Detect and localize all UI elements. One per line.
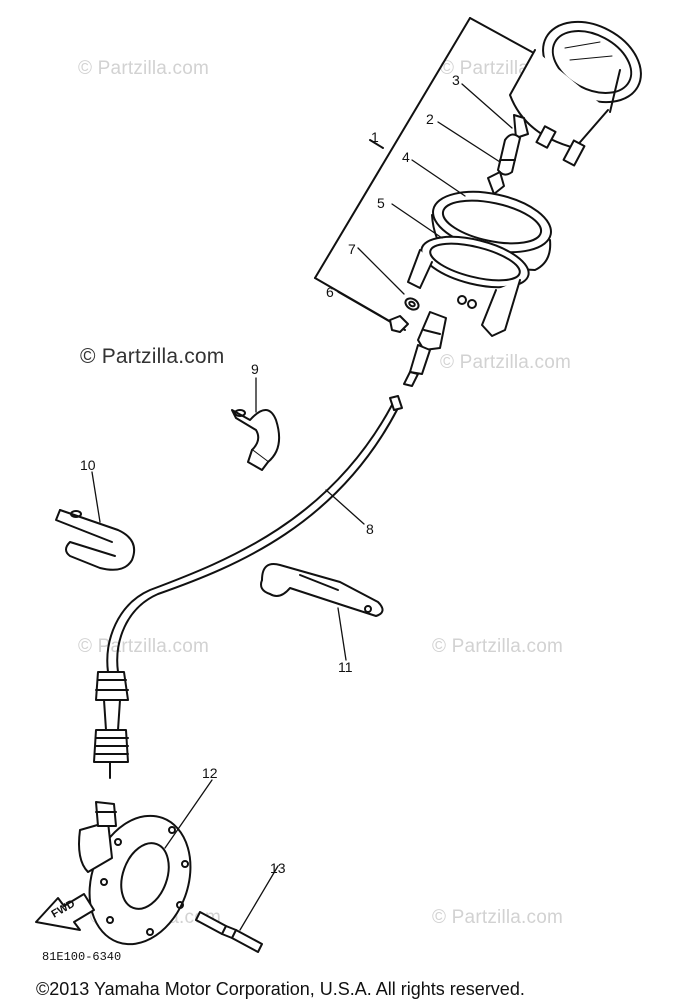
diagram-code: 81E100-6340 [42, 950, 122, 964]
cable-guide-11 [260, 563, 384, 617]
watermark: © Partzilla.com [432, 907, 564, 928]
callout-3: 3 [452, 72, 460, 88]
speedometer-cable [106, 395, 403, 673]
callout-7: 7 [348, 241, 356, 257]
washer-7 [404, 297, 420, 311]
callout-4: 4 [402, 149, 410, 165]
watermark: © Partzilla.com [80, 345, 225, 368]
callout-5: 5 [377, 195, 385, 211]
callout-2: 2 [426, 111, 434, 127]
watermark: © Partzilla.com [78, 58, 210, 79]
clamp-10 [55, 509, 136, 571]
callout-8: 8 [366, 521, 374, 537]
nut-6 [389, 315, 409, 333]
callout-1: 1 [371, 129, 379, 145]
meter-bracket [407, 235, 530, 337]
callout-12: 12 [202, 765, 218, 781]
callout-9: 9 [251, 361, 259, 377]
watermark: © Partzilla.com [78, 636, 210, 657]
leader-lines [91, 83, 513, 931]
cable-lower-fitting [93, 671, 129, 779]
copyright-notice: ©2013 Yamaha Motor Corporation, U.S.A. A… [36, 979, 525, 999]
watermark: © Partzilla.com [440, 352, 572, 373]
speedometer-meter [509, 20, 642, 167]
watermark: © Partzilla.com [432, 636, 564, 657]
speedometer-gear-unit [78, 801, 192, 946]
callout-10: 10 [80, 457, 96, 473]
callout-13: 13 [270, 860, 286, 876]
callout-11: 11 [338, 659, 353, 675]
clamp-9 [231, 409, 281, 471]
bulb-socket [487, 133, 521, 195]
fwd-arrow [35, 893, 95, 931]
cable-upper-connector [403, 311, 447, 387]
callout-6: 6 [326, 284, 334, 300]
pin-13 [195, 911, 263, 953]
